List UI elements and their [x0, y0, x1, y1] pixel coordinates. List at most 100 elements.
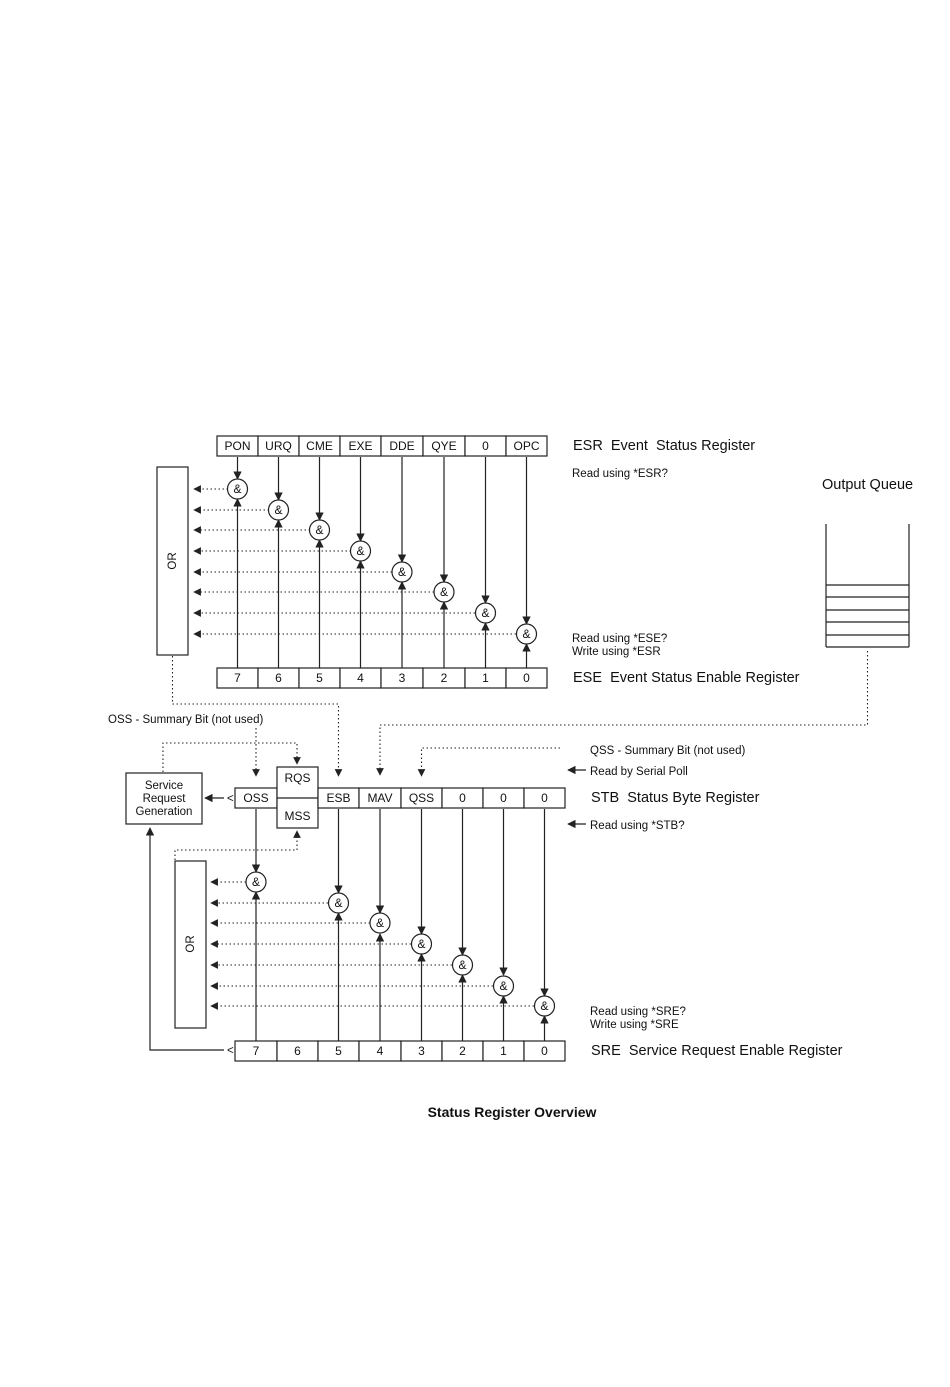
esr-bit-cell: EXE [339, 435, 382, 457]
esr-bit-cell: QYE [422, 435, 466, 457]
svg-text:0: 0 [523, 671, 530, 685]
svg-text:Generation: Generation [136, 806, 193, 818]
stb-label: STB Status Byte Register [591, 790, 760, 806]
esr-register: PON URQ CME EXE DDE QYE 0 OPC [216, 435, 548, 457]
esr-bit-dde: DDE [389, 439, 414, 453]
ese-bit-cell: 6 [257, 667, 300, 689]
and-gate: & [349, 540, 372, 562]
svg-text:&: & [252, 875, 260, 889]
stb-bit-cell: 0 [523, 787, 566, 809]
svg-text:Request: Request [143, 793, 187, 805]
svg-text:5: 5 [316, 671, 323, 685]
ese-label: ESE Event Status Enable Register [573, 670, 800, 686]
and-gate: & [410, 933, 433, 955]
svg-text:1: 1 [500, 1044, 507, 1058]
sre-to-srg-connector [145, 827, 224, 1051]
and-gate: & [474, 602, 497, 624]
svg-text:&: & [458, 958, 466, 972]
and-gate: & [308, 519, 331, 541]
srg-to-rqs-connector [162, 742, 301, 772]
sre-bit-cell: 3 [400, 1040, 443, 1062]
ese-bit-cell: 4 [339, 667, 382, 689]
oss-summary-note: OSS - Summary Bit (not used) [108, 714, 263, 726]
and-gate: & [369, 912, 391, 934]
svg-text:5: 5 [335, 1044, 342, 1058]
stb-register: OSS RQS MSS ESB MAV QSS 0 0 0 [234, 766, 566, 829]
svg-text:4: 4 [377, 1044, 384, 1058]
sre-bit-cell: 2 [441, 1040, 484, 1062]
stb-bit-cell: ESB [317, 787, 360, 809]
svg-text:0: 0 [541, 1044, 548, 1058]
svg-text:6: 6 [275, 671, 282, 685]
stb-rqs-mss-cell: RQS MSS [276, 766, 319, 829]
sre-input-chevron: < [227, 1045, 234, 1057]
ese-read-note: Read using *ESE? [572, 633, 667, 645]
esr-and-gates: & & & & & & & & [226, 478, 538, 645]
esr-bit-cell: CME [298, 435, 341, 457]
ese-write-note: Write using *ESR [572, 646, 661, 658]
sre-bit-cell: 1 [482, 1040, 525, 1062]
esr-bit-cell: PON [216, 435, 259, 457]
svg-text:0: 0 [541, 791, 548, 805]
esr-to-gate-arrows [233, 457, 531, 625]
sre-bit-cell: 5 [317, 1040, 360, 1062]
svg-text:7: 7 [253, 1044, 260, 1058]
and-gate: & [451, 954, 474, 976]
sre-read-note: Read using *SRE? [590, 1006, 686, 1018]
esr-gate-outputs [193, 485, 516, 638]
stb-bit-oss: OSS [243, 791, 268, 805]
svg-text:&: & [334, 896, 342, 910]
svg-text:1: 1 [482, 671, 489, 685]
qss-summary-note: QSS - Summary Bit (not used) [590, 745, 745, 757]
and-gate: & [327, 892, 350, 914]
figure-caption: Status Register Overview [428, 1104, 597, 1120]
svg-text:&: & [540, 999, 548, 1013]
stb-bit-qss: QSS [409, 791, 434, 805]
stb-bit-cell: 0 [482, 787, 525, 809]
and-gate: & [533, 995, 556, 1017]
esr-label: ESR Event Status Register [573, 438, 755, 454]
svg-text:0: 0 [500, 791, 507, 805]
svg-text:&: & [499, 979, 507, 993]
svg-text:6: 6 [294, 1044, 301, 1058]
esr-bit-cell: DDE [380, 435, 424, 457]
svg-text:&: & [440, 585, 448, 599]
stb-read-note: Read using *STB? [590, 820, 685, 832]
sre-write-note: Write using *SRE [590, 1019, 679, 1031]
svg-text:Service: Service [145, 780, 183, 792]
and-gate: & [492, 975, 515, 997]
svg-text:&: & [274, 503, 282, 517]
svg-text:&: & [315, 523, 323, 537]
svg-text:2: 2 [459, 1044, 466, 1058]
esr-bit-cme: CME [306, 439, 333, 453]
sre-bit-cell: 4 [358, 1040, 402, 1062]
and-gate: & [267, 499, 290, 521]
esr-or-to-esb-connector [171, 656, 343, 777]
stb-bit-esb: ESB [326, 791, 350, 805]
ese-bit-cell: 1 [464, 667, 507, 689]
sre-bit-cell: 7 [234, 1040, 278, 1062]
queue-to-mav-connector [376, 651, 869, 776]
svg-text:3: 3 [399, 671, 406, 685]
and-gate: & [391, 561, 413, 583]
svg-text:&: & [522, 627, 530, 641]
esr-or-label: OR [167, 552, 179, 569]
ese-bit-cell: 2 [422, 667, 466, 689]
ese-bit-cell: 3 [380, 667, 424, 689]
sre-bit-cell: 0 [523, 1040, 566, 1062]
esr-read-note: Read using *ESR? [572, 468, 668, 480]
svg-text:2: 2 [441, 671, 448, 685]
and-gate: & [515, 623, 538, 645]
esr-bit-pon: PON [224, 439, 250, 453]
svg-text:0: 0 [459, 791, 466, 805]
qss-summary-connector [417, 747, 560, 777]
esr-or-block: OR [156, 466, 189, 656]
esr-bit-urq: URQ [265, 439, 292, 453]
and-gate: & [245, 871, 267, 893]
sre-gate-outputs [210, 878, 534, 1010]
rqs-label: RQS [284, 771, 310, 785]
ese-register: 7 6 5 4 3 2 1 0 [216, 667, 548, 689]
output-queue-label: Output Queue [822, 477, 913, 493]
sre-to-gate-arrows [251, 891, 549, 1041]
